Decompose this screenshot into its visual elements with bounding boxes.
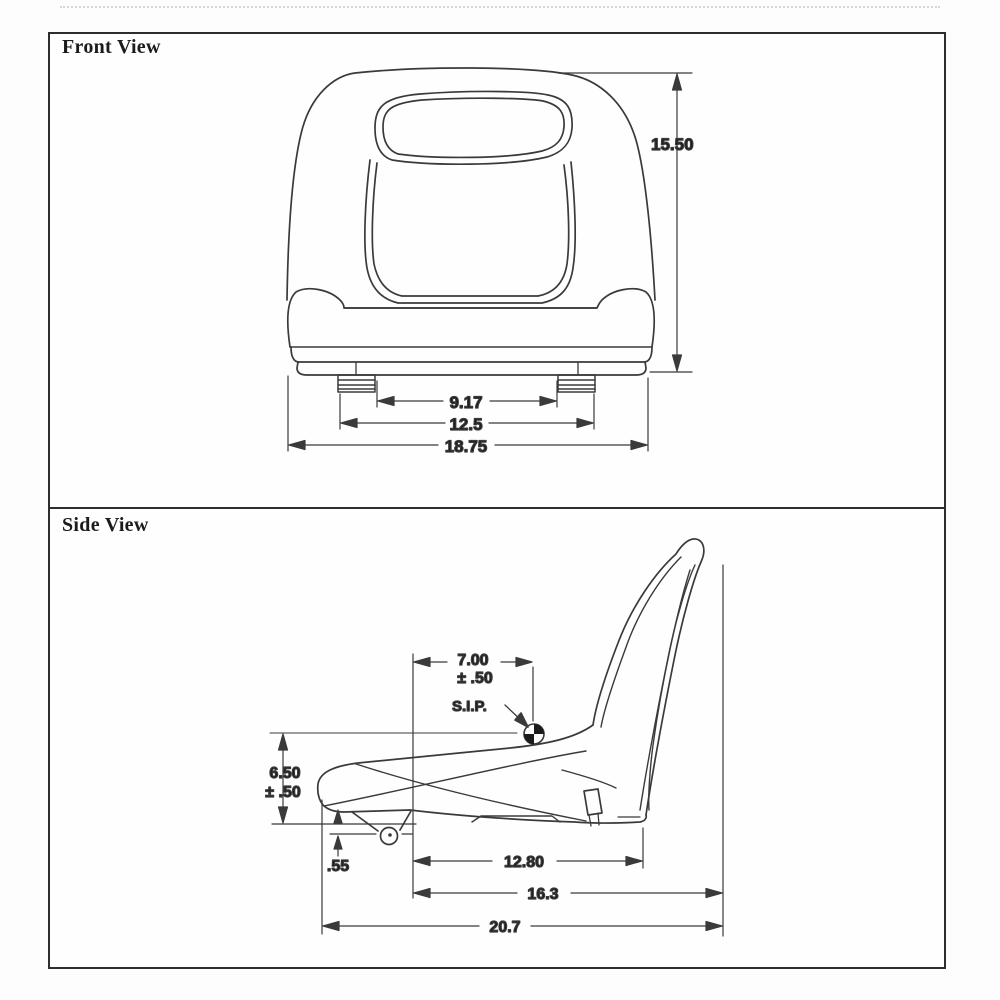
dim-label-sip-setback-tol: ± .50 (457, 670, 493, 687)
dim-label-front-outer-mount: 12.5 (449, 415, 482, 434)
sip-symbol (270, 705, 544, 744)
dim-side-overall-depth: 20.7 (322, 565, 723, 937)
front-view-drawing: 15.50 9.17 12.5 (287, 68, 694, 457)
dim-label-sip-height: 6.50 (269, 765, 300, 782)
front-view-dimensions: 15.50 9.17 12.5 (288, 73, 694, 457)
drawing-frame (48, 32, 946, 969)
dim-side-bracket-drop: .55 (326, 809, 413, 876)
dim-label-sip: S.I.P. (452, 698, 487, 715)
dim-side-sip-setback: 7.00 ± .50 S.I.P. (413, 651, 533, 898)
panel-divider-line (48, 507, 946, 509)
dim-label-base-depth: 16.3 (527, 886, 558, 903)
dim-front-outer-mount: 12.5 (340, 394, 594, 435)
dim-front-inner-mount: 9.17 (377, 381, 557, 413)
front-view-seat-shell (287, 68, 655, 375)
dim-label-overall-depth: 20.7 (489, 919, 520, 936)
side-view-seat-profile (318, 539, 704, 845)
dim-side-base-depth: 16.3 (413, 885, 723, 904)
front-view-mounting-feet (338, 375, 595, 392)
dim-label-sip-height-tol: ± .50 (265, 784, 301, 801)
side-view-dimensions: 7.00 ± .50 S.I.P. 6.50 ± .50 (265, 565, 723, 937)
dim-label-sip-setback: 7.00 (457, 652, 488, 669)
scan-artifact-line (60, 6, 940, 9)
front-view-title: Front View (62, 36, 161, 58)
dim-side-sip-height: 6.50 ± .50 (265, 733, 416, 824)
dim-label-rail-length: 12.80 (504, 854, 544, 871)
dim-label-front-overall-width: 18.75 (445, 437, 488, 456)
dim-front-height: 15.50 (558, 73, 694, 372)
dim-side-rail-length: 12.80 (413, 828, 643, 872)
dim-label-front-height: 15.50 (651, 135, 694, 154)
dim-label-front-inner-mount: 9.17 (449, 393, 482, 412)
side-view-drawing: 7.00 ± .50 S.I.P. 6.50 ± .50 (265, 539, 723, 937)
side-view-title: Side View (62, 514, 149, 536)
dim-front-overall-width: 18.75 (288, 376, 648, 457)
dim-label-bracket-drop: .55 (327, 858, 349, 875)
